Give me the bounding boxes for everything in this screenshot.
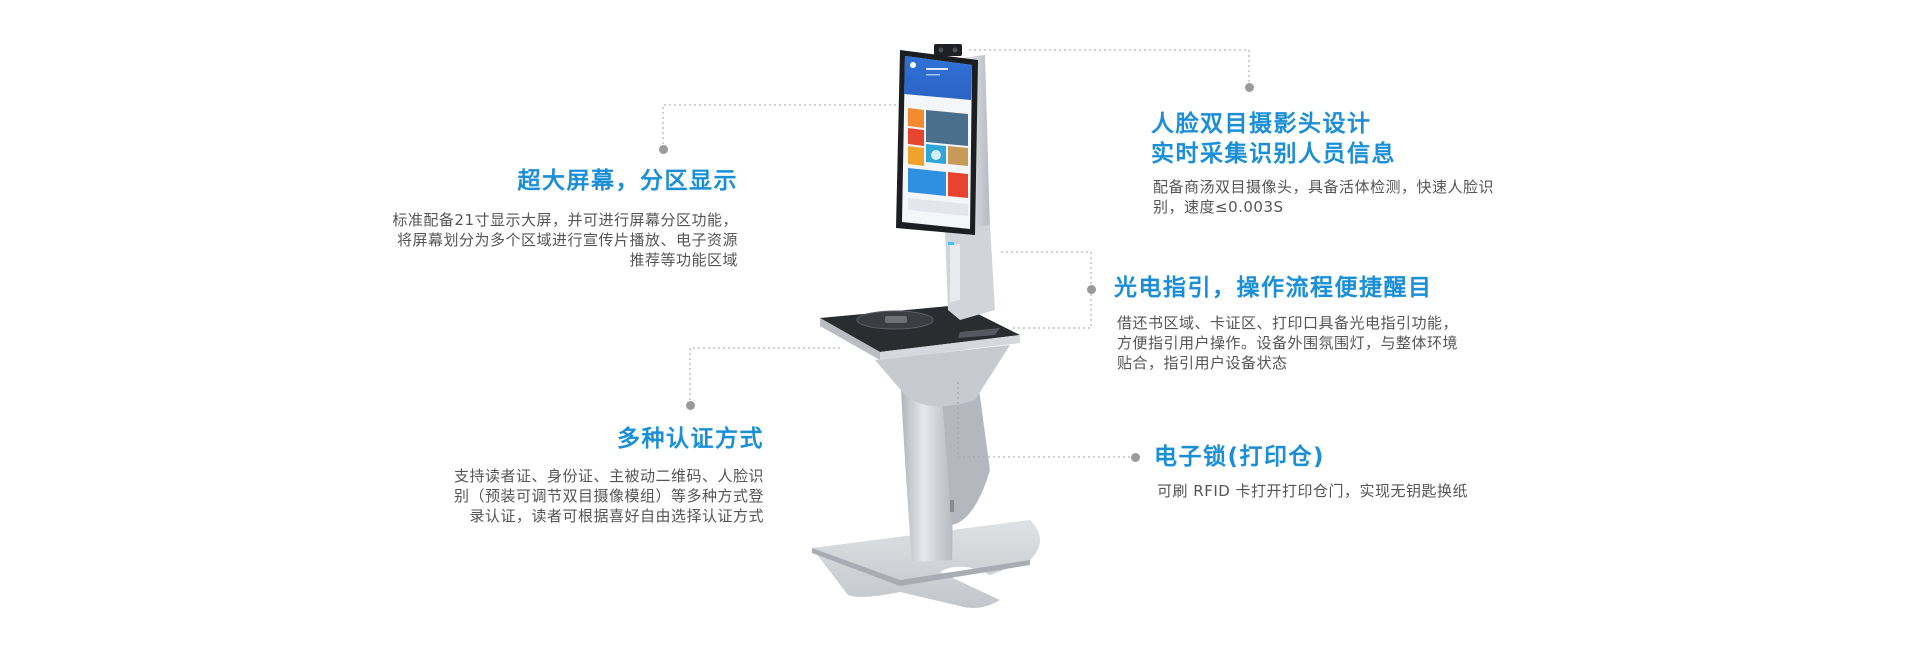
desc-line: 标准配备21寸显示大屏，并可进行屏幕分区功能， (392, 211, 738, 229)
desc-line: 方便指引用户操作。设备外围氛围灯，与整体环境 (1117, 334, 1459, 352)
kiosk-base (812, 520, 1040, 608)
callout-dot-icon (1245, 83, 1254, 92)
camera-icon (934, 44, 962, 56)
feature-title-big-screen: 超大屏幕，分区显示 (517, 168, 738, 194)
leader-e-lock (957, 380, 1135, 458)
callout-dot-icon (686, 401, 695, 410)
leader-light-guide (1000, 251, 1092, 289)
desc-line: 将屏幕划分为多个区域进行宣传片播放、电子资源 (396, 231, 738, 249)
feature-desc-light-guide: 借还书区域、卡证区、打印口具备光电指引功能， 方便指引用户操作。设备外围氛围灯，… (1117, 313, 1458, 373)
leader-light-guide-lower (1012, 289, 1092, 329)
kiosk-screen (896, 50, 978, 235)
feature-title-face-camera: 人脸双目摄影头设计 实时采集识别人员信息 (1151, 109, 1396, 169)
desc-line: 借还书区域、卡证区、打印口具备光电指引功能， (1117, 314, 1459, 332)
feature-desc-big-screen: 标准配备21寸显示大屏，并可进行屏幕分区功能， 将屏幕划分为多个区域进行宣传片播… (392, 210, 738, 270)
desc-line: 别，速度≤0.003S (1153, 198, 1284, 216)
desc-line: 别（预装可调节双目摄像模组）等多种方式登 (453, 487, 764, 505)
leader-auth (689, 347, 840, 405)
callout-dot-icon (1087, 285, 1096, 294)
desc-line: 可刷 RFID 卡打开打印仓门，实现无钥匙换纸 (1157, 482, 1469, 500)
feature-title-light-guide: 光电指引，操作流程便捷醒目 (1114, 275, 1433, 301)
callout-dot-icon (1131, 453, 1140, 462)
leader-face-camera (968, 49, 1250, 87)
desc-line: 录认证，读者可根据喜好自由选择认证方式 (469, 507, 764, 525)
title-line: 人脸双目摄影头设计 (1151, 111, 1372, 137)
callout-dot-icon (659, 145, 668, 154)
feature-title-e-lock: 电子锁(打印仓) (1154, 444, 1326, 470)
desc-line: 支持读者证、身份证、主被动二维码、人脸识 (453, 467, 764, 485)
feature-desc-face-camera: 配备商汤双目摄像头，具备活体检测，快速人脸识 别，速度≤0.003S (1153, 177, 1494, 217)
desc-line: 推荐等功能区域 (629, 251, 738, 269)
desc-line: 贴合，指引用户设备状态 (1117, 354, 1288, 372)
feature-desc-e-lock: 可刷 RFID 卡打开打印仓门，实现无钥匙换纸 (1157, 481, 1468, 501)
leader-big-screen (662, 104, 898, 149)
feature-title-auth-methods: 多种认证方式 (617, 426, 764, 452)
title-line: 实时采集识别人员信息 (1151, 141, 1396, 167)
desc-line: 配备商汤双目摄像头，具备活体检测，快速人脸识 (1153, 178, 1495, 196)
feature-desc-auth-methods: 支持读者证、身份证、主被动二维码、人脸识 别（预装可调节双目摄像模组）等多种方式… (454, 466, 764, 526)
